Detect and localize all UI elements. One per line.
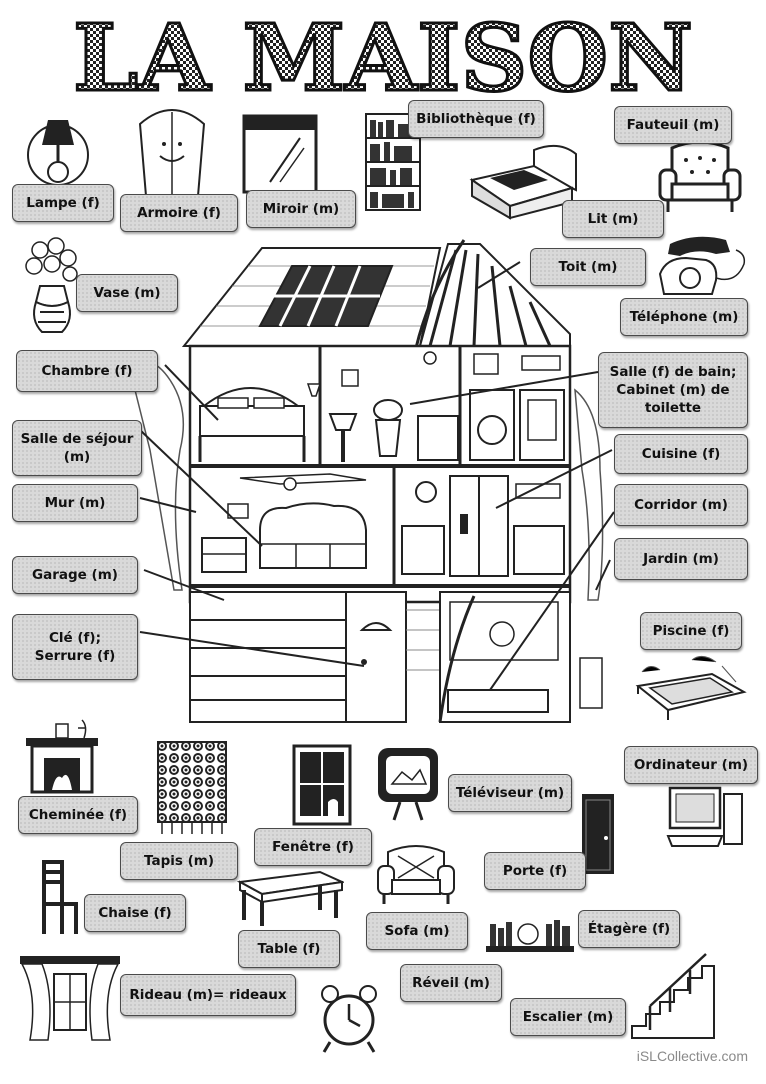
label-vase: Vase (m) [76,274,178,312]
label-salle-de-bain: Salle (f) de bain; Cabinet (m) de toilet… [598,352,748,428]
label-sofa: Sofa (m) [366,912,468,950]
label-reveil: Réveil (m) [400,964,502,1002]
label-escalier: Escalier (m) [510,998,626,1036]
label-corridor: Corridor (m) [614,484,748,526]
label-piscine: Piscine (f) [640,612,742,650]
label-cheminee: Cheminée (f) [18,796,138,834]
table-icon [236,870,344,926]
label-chambre: Chambre (f) [16,350,158,392]
label-porte: Porte (f) [484,852,586,890]
label-cle-line2: Serrure (f) [34,648,116,664]
label-cle-serrure: Clé (f); Serrure (f) [12,614,138,680]
label-toit: Toit (m) [530,248,646,286]
rug-icon [157,741,227,834]
label-fenetre: Fenêtre (f) [254,828,372,866]
label-table: Table (f) [238,930,340,968]
label-salle-de-sejour-line1: Salle de séjour [20,430,134,447]
page-title-text: LA MAISON [73,4,693,100]
shelf-icon [486,920,574,952]
label-miroir: Miroir (m) [246,190,356,228]
fireplace-icon [26,719,98,794]
label-chaise: Chaise (f) [84,894,186,932]
mirror-icon [242,114,318,194]
lamp-icon [27,120,89,186]
bed-icon [469,144,577,220]
label-cuisine: Cuisine (f) [614,434,748,474]
label-tapis: Tapis (m) [120,842,238,880]
sofa-icon [377,845,455,904]
label-ordinateur: Ordinateur (m) [624,746,758,784]
label-lampe: Lampe (f) [12,184,114,222]
computer-icon [666,786,743,847]
door-icon [582,794,614,874]
house-illustration [130,239,604,723]
label-cle-line1: Clé (f); [48,629,101,646]
wardrobe-icon [138,109,206,197]
label-lit: Lit (m) [562,200,664,238]
label-salle-de-bain-line2: Cabinet (m) de [616,381,730,398]
vase-icon [25,237,78,333]
label-jardin: Jardin (m) [614,538,748,580]
label-armoire: Armoire (f) [120,194,238,232]
label-salle-de-sejour: Salle de séjour (m) [12,420,142,476]
label-televiseur: Téléviseur (m) [448,774,572,812]
alarm-clock-icon [321,985,377,1053]
label-rideau: Rideau (m)= rideaux [120,974,296,1016]
footer-watermark: iSLCollective.com [636,1048,748,1064]
bookcase-icon [365,113,421,211]
label-salle-de-bain-line3: toilette [644,400,702,417]
staircase-icon [631,953,715,1039]
pool-icon [635,656,747,720]
telephone-icon [658,236,746,295]
label-mur: Mur (m) [12,484,138,522]
label-bibliotheque: Bibliothèque (f) [408,100,544,138]
label-telephone: Téléphone (m) [620,298,748,336]
page-title: LA MAISON [72,4,695,100]
curtain-icon [20,956,120,1041]
window-icon [292,744,352,826]
label-fauteuil: Fauteuil (m) [614,106,732,144]
television-icon [378,748,438,821]
chair-icon [42,860,78,934]
label-salle-de-bain-line1: Salle (f) de bain; [609,363,737,380]
label-etagere: Étagère (f) [578,910,680,948]
label-garage: Garage (m) [12,556,138,594]
label-salle-de-sejour-line2: (m) [63,449,91,465]
armchair-icon [658,140,742,212]
